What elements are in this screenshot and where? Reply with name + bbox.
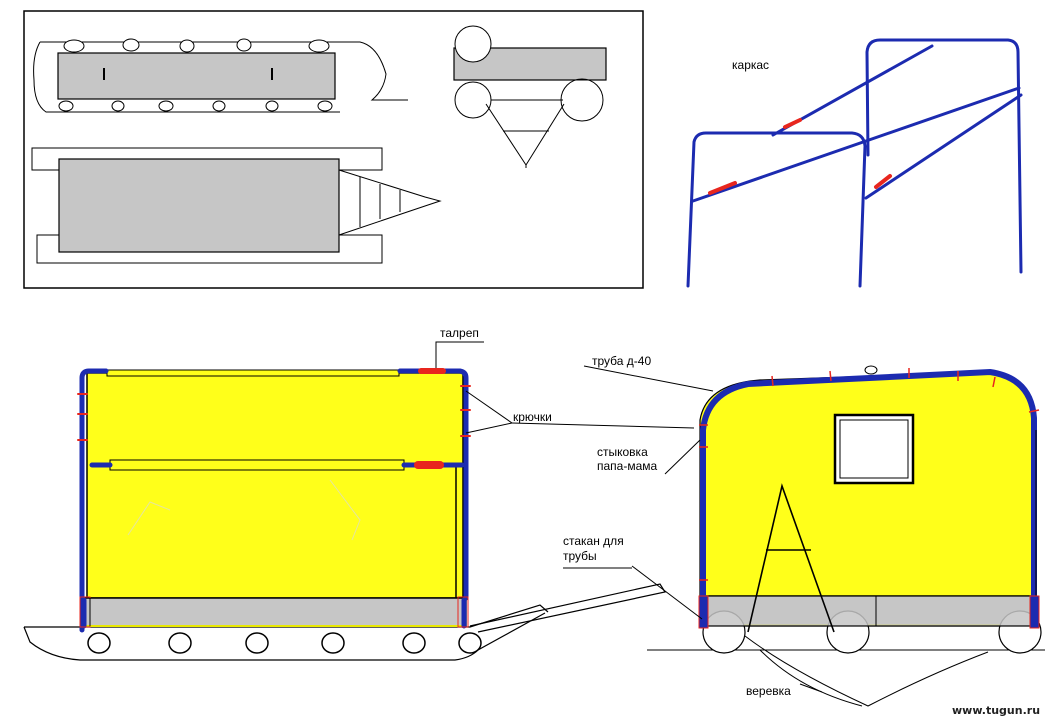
sled-outline-top xyxy=(40,41,408,101)
tow-bar xyxy=(469,583,666,633)
label-joint-1: стыковка xyxy=(597,445,648,459)
end-a-frame xyxy=(747,483,835,633)
overview-sketch xyxy=(23,10,644,289)
side-base xyxy=(83,597,467,627)
side-mid-rail xyxy=(109,459,405,471)
sled-outline-bottom xyxy=(33,41,340,113)
frame-back-arch xyxy=(865,38,1023,274)
label-hooks: крючки xyxy=(513,410,552,424)
label-socket-2: трубы xyxy=(563,549,597,563)
label-joint-2: папа-мама xyxy=(597,459,658,473)
end-pipe-arch xyxy=(700,368,1037,603)
top-body xyxy=(58,158,340,253)
side-body xyxy=(57,52,336,100)
watermark: www.tugun.ru xyxy=(952,704,1041,717)
label-pipe: труба д-40 xyxy=(592,354,652,368)
label-rope: веревка xyxy=(746,684,791,698)
label-turnbuckle: талреп xyxy=(440,326,479,340)
end-view xyxy=(563,365,1045,707)
turnbuckle-top xyxy=(418,368,446,374)
frame-front-arch xyxy=(686,131,867,288)
side-top-pipe xyxy=(106,369,400,377)
frame-joints xyxy=(708,118,892,195)
side-canvas xyxy=(86,372,464,599)
side-view xyxy=(23,341,695,661)
frame-rail-right xyxy=(864,93,1023,200)
turnbuckle-mid xyxy=(414,461,444,469)
rope-line xyxy=(744,635,989,707)
frame-rail-lower xyxy=(691,86,1021,203)
frame-sketch xyxy=(686,38,1023,288)
label-socket-1: стакан для xyxy=(563,534,624,548)
label-frame: каркас xyxy=(732,58,770,72)
